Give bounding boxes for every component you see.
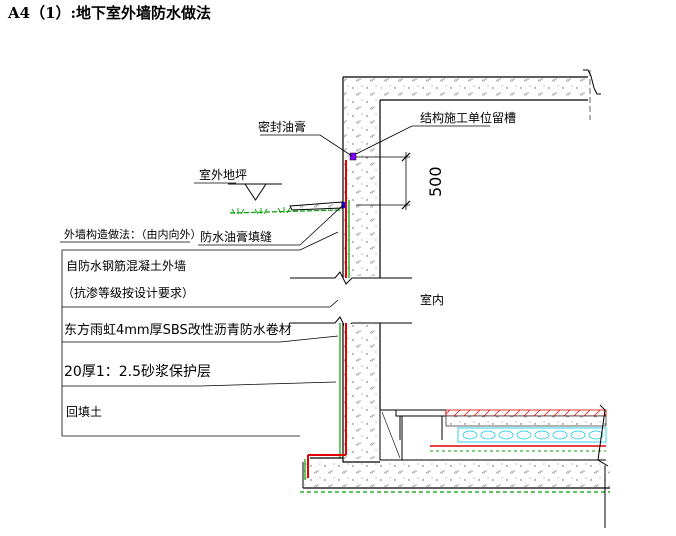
layer-1-line-2: （抗渗等级按设计要求）	[62, 285, 194, 300]
label-ground: 室外地坪	[199, 167, 247, 182]
groove-marker	[349, 152, 357, 161]
label-asphalt-fill: 防水油膏填缝	[200, 229, 272, 244]
layer-4-text: 回填土	[66, 405, 102, 419]
label-wall-method: 外墙构造做法：（由内向外）	[64, 227, 202, 241]
label-dimension: 500	[426, 166, 445, 197]
outdoor-grade	[228, 183, 343, 215]
insulation-layer	[457, 427, 607, 443]
drain-cover	[395, 409, 447, 417]
drawing-title: A4（1）:地下室外墙防水做法	[8, 4, 212, 22]
label-sealant: 密封油膏	[258, 119, 306, 134]
leader-lines	[60, 125, 490, 437]
layer-3-text: 20厚1：2.5砂浆保护层	[64, 364, 211, 380]
layer-2-text: 东方雨虹4mm厚SBS改性沥青防水卷材	[64, 322, 292, 338]
dimension-500	[356, 152, 411, 210]
label-interior: 室内	[420, 292, 444, 307]
label-groove: 结构施工单位留槽	[420, 110, 516, 125]
grade-symbol	[244, 183, 267, 201]
lower-wall	[300, 323, 610, 493]
layer-1-line-1: 自防水钢筋混凝土外墙	[66, 258, 186, 273]
wall-break	[290, 271, 412, 330]
floor-slab	[379, 70, 609, 528]
upper-wall	[340, 69, 601, 278]
